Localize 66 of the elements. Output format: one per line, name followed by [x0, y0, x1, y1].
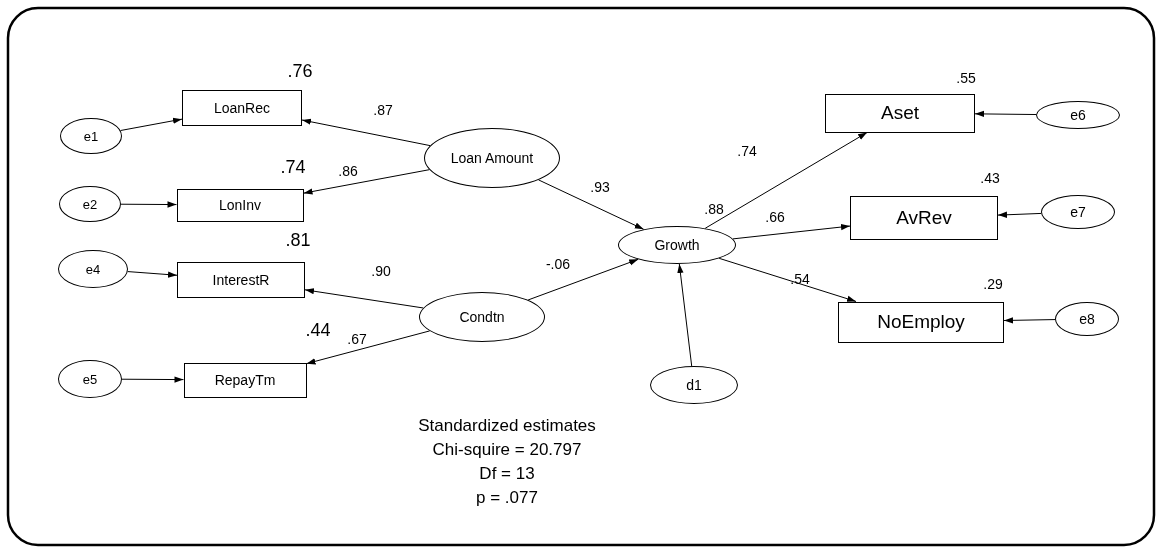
arrow — [974, 110, 1037, 118]
edge-label: .54 — [790, 272, 810, 286]
arrow — [997, 211, 1042, 218]
arrow — [304, 288, 424, 309]
node-label: Aset — [881, 102, 919, 124]
edge-label: .87 — [373, 103, 393, 117]
variable-box — [177, 262, 305, 298]
arrow — [303, 169, 430, 195]
variable-ellipse — [60, 118, 122, 154]
fit-statistic: p = .077 — [476, 488, 538, 506]
node-label: LoanRec — [213, 100, 270, 116]
r-squared-value: .44 — [305, 321, 331, 339]
arrow — [527, 258, 639, 301]
node-label: d1 — [686, 377, 702, 393]
edge-label: .86 — [338, 164, 358, 178]
arrow — [120, 117, 183, 131]
edge-label: .93 — [590, 180, 610, 194]
node-label: Condtn — [459, 309, 505, 325]
edge-label: .90 — [371, 264, 391, 278]
node-label: e7 — [1070, 204, 1086, 220]
edge-label: .67 — [347, 332, 367, 346]
arrow — [732, 223, 851, 240]
fit-statistic: Df = 13 — [479, 464, 535, 482]
r-squared-value: .81 — [285, 231, 311, 249]
r-squared-value: .74 — [280, 158, 306, 176]
edge-label: .74 — [737, 144, 757, 158]
arrow — [121, 376, 184, 383]
node-label: e4 — [85, 261, 101, 277]
variable-ellipse — [1055, 302, 1119, 336]
variable-box — [850, 196, 998, 240]
r-squared-value: .88 — [704, 202, 724, 216]
arrow — [306, 330, 431, 365]
node-label: e8 — [1079, 311, 1095, 327]
node-label: e1 — [83, 128, 99, 144]
node-label: InterestR — [212, 272, 270, 288]
r-squared-value: .43 — [980, 171, 1000, 185]
r-squared-value: .29 — [983, 277, 1003, 291]
variable-box — [176, 188, 304, 222]
arrow — [538, 179, 645, 230]
edge-label: .66 — [765, 210, 785, 224]
arrow — [301, 118, 431, 147]
node-label: RepayTm — [214, 372, 276, 388]
arrow — [120, 201, 177, 208]
variable-box — [825, 93, 975, 133]
fit-statistic: Chi-squire = 20.797 — [432, 440, 582, 458]
node-label: e5 — [82, 371, 98, 387]
fit-statistic: Standardized estimates — [418, 416, 596, 434]
node-label: NoEmploy — [877, 311, 965, 333]
variable-box — [182, 90, 302, 126]
arrow — [718, 257, 857, 302]
arrow — [1003, 317, 1056, 324]
arrow — [704, 132, 868, 229]
edge-label: -.06 — [545, 257, 571, 271]
node-label: LonInv — [218, 197, 261, 213]
variable-box — [838, 301, 1004, 343]
node-label: AvRev — [896, 207, 952, 229]
variable-box — [183, 362, 307, 398]
node-label: e2 — [82, 196, 98, 212]
arrow — [677, 263, 693, 367]
node-label: Growth — [654, 237, 700, 253]
node-label: Loan Amount — [450, 150, 534, 166]
arrow — [127, 271, 178, 278]
variable-ellipse — [59, 186, 121, 222]
node-label: e6 — [1070, 107, 1086, 123]
r-squared-value: .55 — [956, 71, 976, 85]
r-squared-value: .76 — [287, 62, 313, 80]
